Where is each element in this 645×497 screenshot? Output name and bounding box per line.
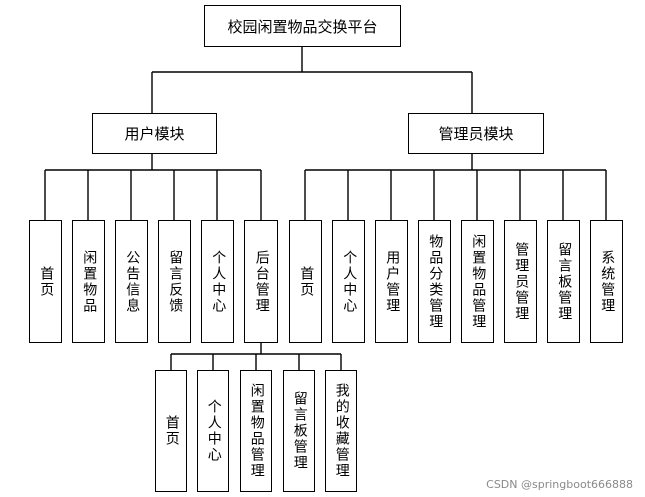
- user-child-node: 留言反馈: [158, 220, 191, 343]
- admin-child-node: 系统管理: [590, 220, 623, 343]
- backend-child-node: 我的收藏管理: [325, 370, 357, 492]
- admin-child-node: 留言板管理: [547, 220, 580, 343]
- user-child-label: 留言反馈: [167, 249, 184, 314]
- user-module-label: 用户模块: [124, 125, 185, 143]
- admin-child-node: 用户管理: [375, 220, 408, 343]
- admin-child-label: 物品分类管理: [427, 233, 444, 330]
- watermark-text: CSDN @springboot666888: [486, 478, 633, 491]
- backend-child-node: 闲置物品管理: [240, 370, 272, 492]
- backend-child-label: 我的收藏管理: [333, 383, 350, 479]
- user-child-node: 公告信息: [115, 220, 148, 343]
- admin-child-node: 管理员管理: [504, 220, 537, 343]
- backend-child-node: 首页: [155, 370, 187, 492]
- backend-child-label: 个人中心: [205, 399, 222, 463]
- admin-child-label: 用户管理: [384, 249, 401, 314]
- backend-child-label: 闲置物品管理: [248, 383, 265, 479]
- user-child-label: 闲置物品: [81, 249, 98, 314]
- user-child-label: 后台管理: [253, 249, 270, 314]
- user-module-node: 用户模块: [92, 113, 217, 154]
- backend-child-node: 留言板管理: [283, 370, 315, 492]
- user-child-label: 首页: [38, 265, 55, 298]
- admin-child-label: 留言板管理: [556, 241, 573, 322]
- user-child-label: 个人中心: [210, 249, 227, 314]
- backend-child-node: 个人中心: [197, 370, 229, 492]
- admin-module-node: 管理员模块: [408, 113, 544, 154]
- user-child-label: 公告信息: [124, 249, 141, 314]
- user-child-node: 个人中心: [201, 220, 234, 343]
- backend-child-label: 首页: [163, 415, 180, 447]
- admin-child-node: 物品分类管理: [418, 220, 451, 343]
- root-node: 校园闲置物品交换平台: [204, 5, 401, 47]
- admin-child-label: 首页: [298, 265, 315, 298]
- backend-child-label: 留言板管理: [291, 391, 308, 471]
- admin-child-node: 闲置物品管理: [461, 220, 494, 343]
- admin-child-label: 闲置物品管理: [470, 233, 487, 330]
- admin-child-label: 个人中心: [341, 249, 358, 314]
- user-child-node: 闲置物品: [72, 220, 105, 343]
- user-child-node: 首页: [29, 220, 62, 343]
- user-backend-node: 后台管理: [244, 220, 278, 343]
- admin-child-node: 个人中心: [332, 220, 365, 343]
- admin-child-label: 系统管理: [599, 249, 616, 314]
- admin-child-label: 管理员管理: [513, 241, 530, 322]
- admin-module-label: 管理员模块: [438, 125, 514, 143]
- admin-child-node: 首页: [289, 220, 322, 343]
- root-label: 校园闲置物品交换平台: [227, 17, 378, 36]
